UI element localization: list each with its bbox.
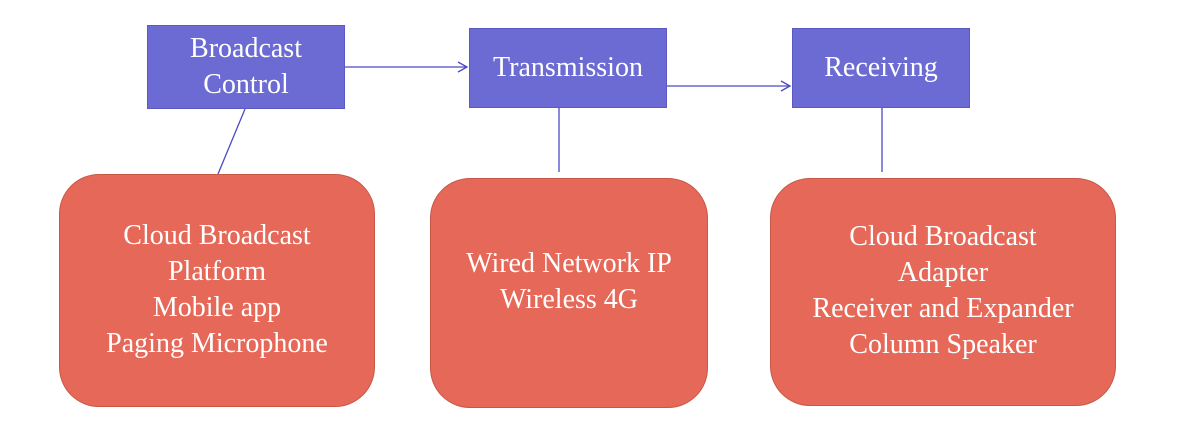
stage-label: Receiving [824, 52, 938, 83]
detail-item: Column Speaker [849, 329, 1037, 360]
stage-receiving: Receiving [792, 28, 970, 108]
stage-label: Transmission [493, 52, 643, 83]
detail-list: Cloud Broadcast Adapter Receiver and Exp… [812, 219, 1073, 363]
detail-item: Receiver and Expander [812, 293, 1074, 324]
detail-item: Cloud Broadcast [849, 221, 1037, 252]
detail-list: Wired Network IP Wireless 4G [466, 246, 672, 318]
detail-box-transmission: Wired Network IP Wireless 4G [430, 178, 708, 408]
detail-list: Cloud Broadcast Platform Mobile app Pagi… [106, 218, 328, 362]
detail-item: Wireless 4G [499, 284, 639, 315]
detail-box-broadcast-control: Cloud Broadcast Platform Mobile app Pagi… [59, 174, 375, 407]
detail-item: Adapter [897, 257, 989, 288]
detail-item: Wired Network IP [466, 248, 672, 279]
detail-item: Platform [167, 255, 266, 287]
stage-label: Broadcast Control [190, 33, 302, 100]
detail-item: Mobile app [152, 291, 282, 323]
link-control-detail [217, 108, 246, 175]
detail-item: Cloud Broadcast [123, 219, 311, 251]
stage-broadcast-control: Broadcast Control [147, 25, 345, 109]
stage-transmission: Transmission [469, 28, 667, 108]
detail-box-receiving: Cloud Broadcast Adapter Receiver and Exp… [770, 178, 1116, 406]
detail-item: Paging Microphone [106, 327, 328, 359]
